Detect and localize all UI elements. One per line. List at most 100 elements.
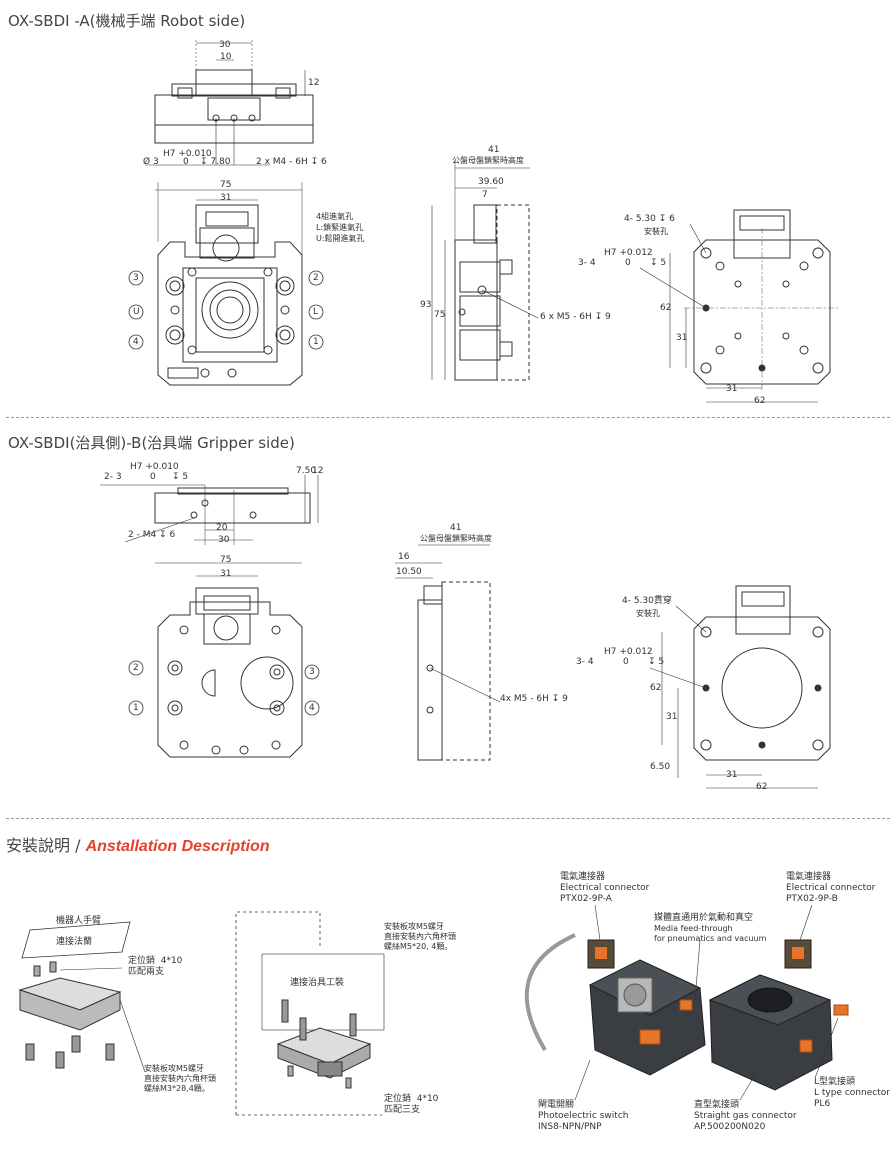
b-port-2: 2	[133, 663, 139, 673]
install-ltype: L型氣接頭 L type connector PL6	[814, 1077, 890, 1109]
b-side-dim-1050: 10.50	[396, 567, 422, 577]
b-port-4: 4	[309, 703, 315, 713]
a-mount-pin-depth-val: 5	[660, 258, 667, 268]
a-front-dim-75: 75	[220, 180, 232, 190]
b-top-tol-zero: 0	[150, 472, 156, 482]
b-mount-tol: H7 +0.012	[604, 647, 653, 657]
b-top-view	[100, 475, 319, 545]
install-robot-arm: 機器人手臂	[56, 916, 102, 926]
a-top-hole: Ø 3	[143, 157, 159, 167]
a-mount-holes-depth: 6	[669, 214, 675, 224]
b-top-thread-depth: 6	[169, 530, 176, 540]
section-a-title: OX-SBDI -A(機械手端 Robot side)	[8, 12, 246, 30]
a-top-dim-30: 30	[219, 40, 231, 50]
a-side-dim-7: 7	[482, 190, 488, 200]
b-front-dim-75: 75	[220, 555, 232, 565]
b-side-thread: 4x M5 - 6H ↧ 9	[500, 694, 568, 704]
b-top-pin-depth: ↧ 5	[172, 472, 189, 482]
install-tool-conn: 連接治具工裝	[290, 978, 345, 988]
b-side-thread-val: 4x M5 - 6H	[500, 694, 549, 704]
divider-1	[6, 417, 890, 418]
a-mount-pin: 3- 4	[578, 258, 596, 268]
a-side-caption: 公盤母盤鎖緊時高度	[452, 156, 524, 165]
b-mount-dim-62v: 62	[650, 683, 662, 693]
a-front-note-3: U:鬆開進氣孔	[316, 234, 365, 243]
a-top-hole-depth: ↧ 7.80	[200, 157, 231, 167]
a-side-dim-3960: 39.60	[478, 177, 504, 187]
a-top-hole-dia: 3	[152, 157, 159, 167]
b-front-dim-31: 31	[220, 569, 232, 579]
a-mount-pin-depth: ↧ 5	[650, 258, 667, 268]
divider-2	[6, 818, 890, 819]
install-media-en: Media feed-through for pneumatics and va…	[654, 924, 767, 943]
a-mount-holes: 4- 5.30 ↧ 6	[624, 214, 675, 224]
b-side-caption: 公盤母盤鎖緊時高度	[420, 534, 492, 543]
a-side-thread-depth: 9	[605, 312, 611, 322]
b-mount-pin-depth: ↧ 5	[648, 657, 665, 667]
a-port-u: U	[133, 307, 140, 317]
a-mount-dim-62h: 62	[754, 396, 766, 406]
b-side-view	[395, 544, 501, 761]
a-side-thread-val: 6 x M5 - 6H	[540, 312, 592, 322]
a-side-dim-93: 93	[420, 300, 432, 310]
install-left	[18, 921, 146, 1073]
install-pin-a: 定位銷 4*10	[128, 956, 183, 966]
b-top-thread-val: 2 - M4	[128, 530, 157, 540]
b-port-1: 1	[133, 703, 139, 713]
install-pin-b: 定位銷 4*10	[384, 1094, 439, 1104]
install-pin-a-2: 匹配兩支	[128, 967, 165, 977]
b-mount-dim-62h: 62	[756, 782, 768, 792]
a-port-2: 2	[313, 273, 319, 283]
a-top-tol-zero: 0	[183, 157, 189, 167]
b-top-dim-30: 30	[218, 535, 230, 545]
a-mount-holes-val: 4- 5.30	[624, 214, 656, 224]
install-photo	[524, 904, 849, 1101]
b-top-dim-12: 12	[312, 466, 324, 476]
b-side-dim-41: 41	[450, 523, 462, 533]
a-top-thread-val: 2 x M4 - 6H	[256, 157, 308, 167]
a-port-4: 4	[133, 337, 139, 347]
b-front-view	[128, 562, 320, 758]
b-port-3: 3	[309, 667, 315, 677]
b-top-tol: H7 +0.010	[130, 462, 179, 472]
a-mount-tol-zero: 0	[625, 258, 631, 268]
b-side-thread-depth: 9	[562, 694, 568, 704]
install-screw-b: 安裝板攻M5螺牙 直接安裝內六角杯頭 螺絲M5*20, 4顆。	[384, 922, 456, 951]
install-flange: 連接法蘭	[56, 937, 93, 947]
b-top-pin: 2- 3	[104, 472, 122, 482]
b-top-dim-20: 20	[216, 523, 228, 533]
b-side-dim-16: 16	[398, 552, 410, 562]
a-top-dim-12: 12	[308, 78, 320, 88]
a-mount-dim-62v: 62	[660, 303, 672, 313]
a-front-note-2: L:鎖緊進氣孔	[316, 223, 364, 232]
install-screw-a: 安裝板攻M5螺牙 直接安裝內六角杯頭 螺絲M3*28,4顆。	[144, 1064, 216, 1093]
b-mount-pin-depth-val: 5	[658, 657, 665, 667]
install-photo-switch: 閘電開關 Photoelectric switch INS8-NPN/PNP	[538, 1100, 629, 1132]
install-elec-b: 電氣連接器 Electrical connector PTX02-9P-B	[786, 872, 876, 904]
b-top-thread: 2 - M4 ↧ 6	[128, 530, 176, 540]
b-top-dim-750: 7.50	[296, 466, 317, 476]
a-top-dim-10: 10	[220, 52, 232, 62]
a-top-hole-depth-val: 7.80	[210, 157, 231, 167]
a-top-tol: H7 +0.010	[163, 149, 212, 159]
b-mount-dim-31h: 31	[726, 770, 738, 780]
a-top-thread-depth: 6	[321, 157, 327, 167]
b-mount-view	[649, 585, 831, 789]
a-front-dim-31: 31	[220, 193, 232, 203]
install-middle	[235, 911, 385, 1116]
install-title: 安裝說明 / Anstallation Description	[6, 832, 270, 856]
a-port-1: 1	[313, 337, 319, 347]
a-mount-holes-caption: 安裝孔	[644, 227, 668, 236]
a-mount-dim-31v: 31	[676, 333, 688, 343]
install-media: 媒體直通用於氣動和真空	[654, 913, 754, 923]
a-side-dim-75: 75	[434, 310, 446, 320]
a-top-thread: 2 x M4 - 6H ↧ 6	[256, 157, 327, 167]
a-top-view	[145, 40, 314, 166]
b-mount-holes-caption: 安裝孔	[636, 609, 660, 618]
a-side-thread: 6 x M5 - 6H ↧ 9	[540, 312, 611, 322]
install-title-zh: 安裝說明 /	[6, 836, 86, 855]
a-port-3: 3	[133, 273, 139, 283]
install-pin-b-2: 匹配三支	[384, 1105, 421, 1115]
b-mount-dim-650: 6.50	[650, 762, 671, 772]
